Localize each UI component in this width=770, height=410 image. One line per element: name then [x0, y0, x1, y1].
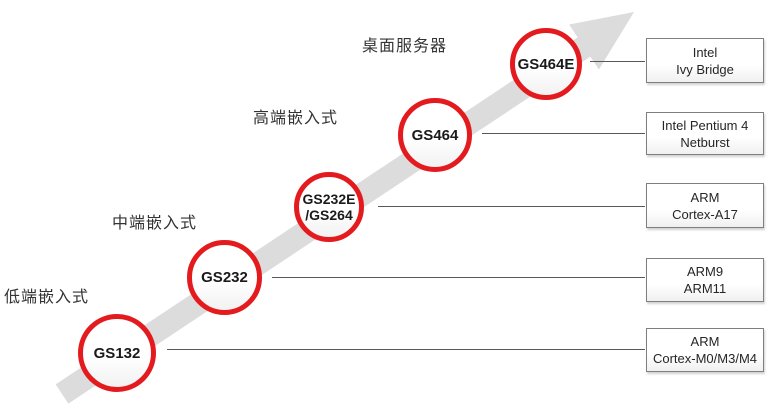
node-label: GS464 [411, 126, 459, 144]
comparison-line1: Intel [692, 44, 718, 60]
comparison-line2: ARM11 [683, 281, 727, 296]
connector-line-gs232e [378, 206, 645, 207]
node-label-line2: /GS264 [305, 207, 353, 223]
comparison-line1: ARM9 [686, 264, 724, 279]
tier-label-mid-embedded: 中端嵌入式 [112, 215, 198, 232]
comparison-line1: ARM [690, 189, 720, 205]
node-label: GS232 [201, 269, 248, 286]
node-label: GS232E [302, 191, 356, 207]
comparison-line2: Cortex-M0/M3/M4 [652, 351, 758, 366]
connector-line-gs232 [272, 277, 645, 278]
comparison-line2: Netburst [680, 134, 730, 150]
comparison-line2: Cortex-A17 [672, 206, 738, 222]
comparison-line1: ARM [690, 334, 720, 349]
comparison-box-intel-ivy-bridge: Intel Ivy Bridge [646, 38, 764, 83]
tier-label-low-embedded: 低端嵌入式 [4, 289, 90, 306]
connector-line-gs132 [167, 349, 645, 350]
comparison-line2: Ivy Bridge [676, 61, 734, 77]
node-label: GS464E [517, 55, 575, 73]
node-circle-gs464e: GS464E [510, 28, 582, 100]
connector-line-gs464 [482, 133, 645, 134]
tier-label-high-embedded: 高端嵌入式 [253, 110, 339, 127]
node-circle-gs232e-gs264: GS232E /GS264 [294, 172, 364, 242]
node-circle-gs132: GS132 [78, 314, 156, 392]
comparison-box-intel-pentium4: Intel Pentium 4 Netburst [646, 112, 764, 155]
comparison-box-arm-cortex-a17: ARM Cortex-A17 [646, 183, 764, 228]
comparison-box-arm-cortex-m: ARM Cortex-M0/M3/M4 [646, 328, 764, 372]
node-label: GS132 [93, 344, 141, 362]
node-circle-gs232: GS232 [187, 240, 262, 315]
node-circle-gs464: GS464 [398, 98, 472, 172]
comparison-box-arm9-arm11: ARM9 ARM11 [646, 258, 764, 302]
tier-label-desktop-server: 桌面服务器 [362, 38, 448, 55]
comparison-line1: Intel Pentium 4 [661, 117, 749, 133]
connector-line-gs464e [590, 61, 645, 62]
